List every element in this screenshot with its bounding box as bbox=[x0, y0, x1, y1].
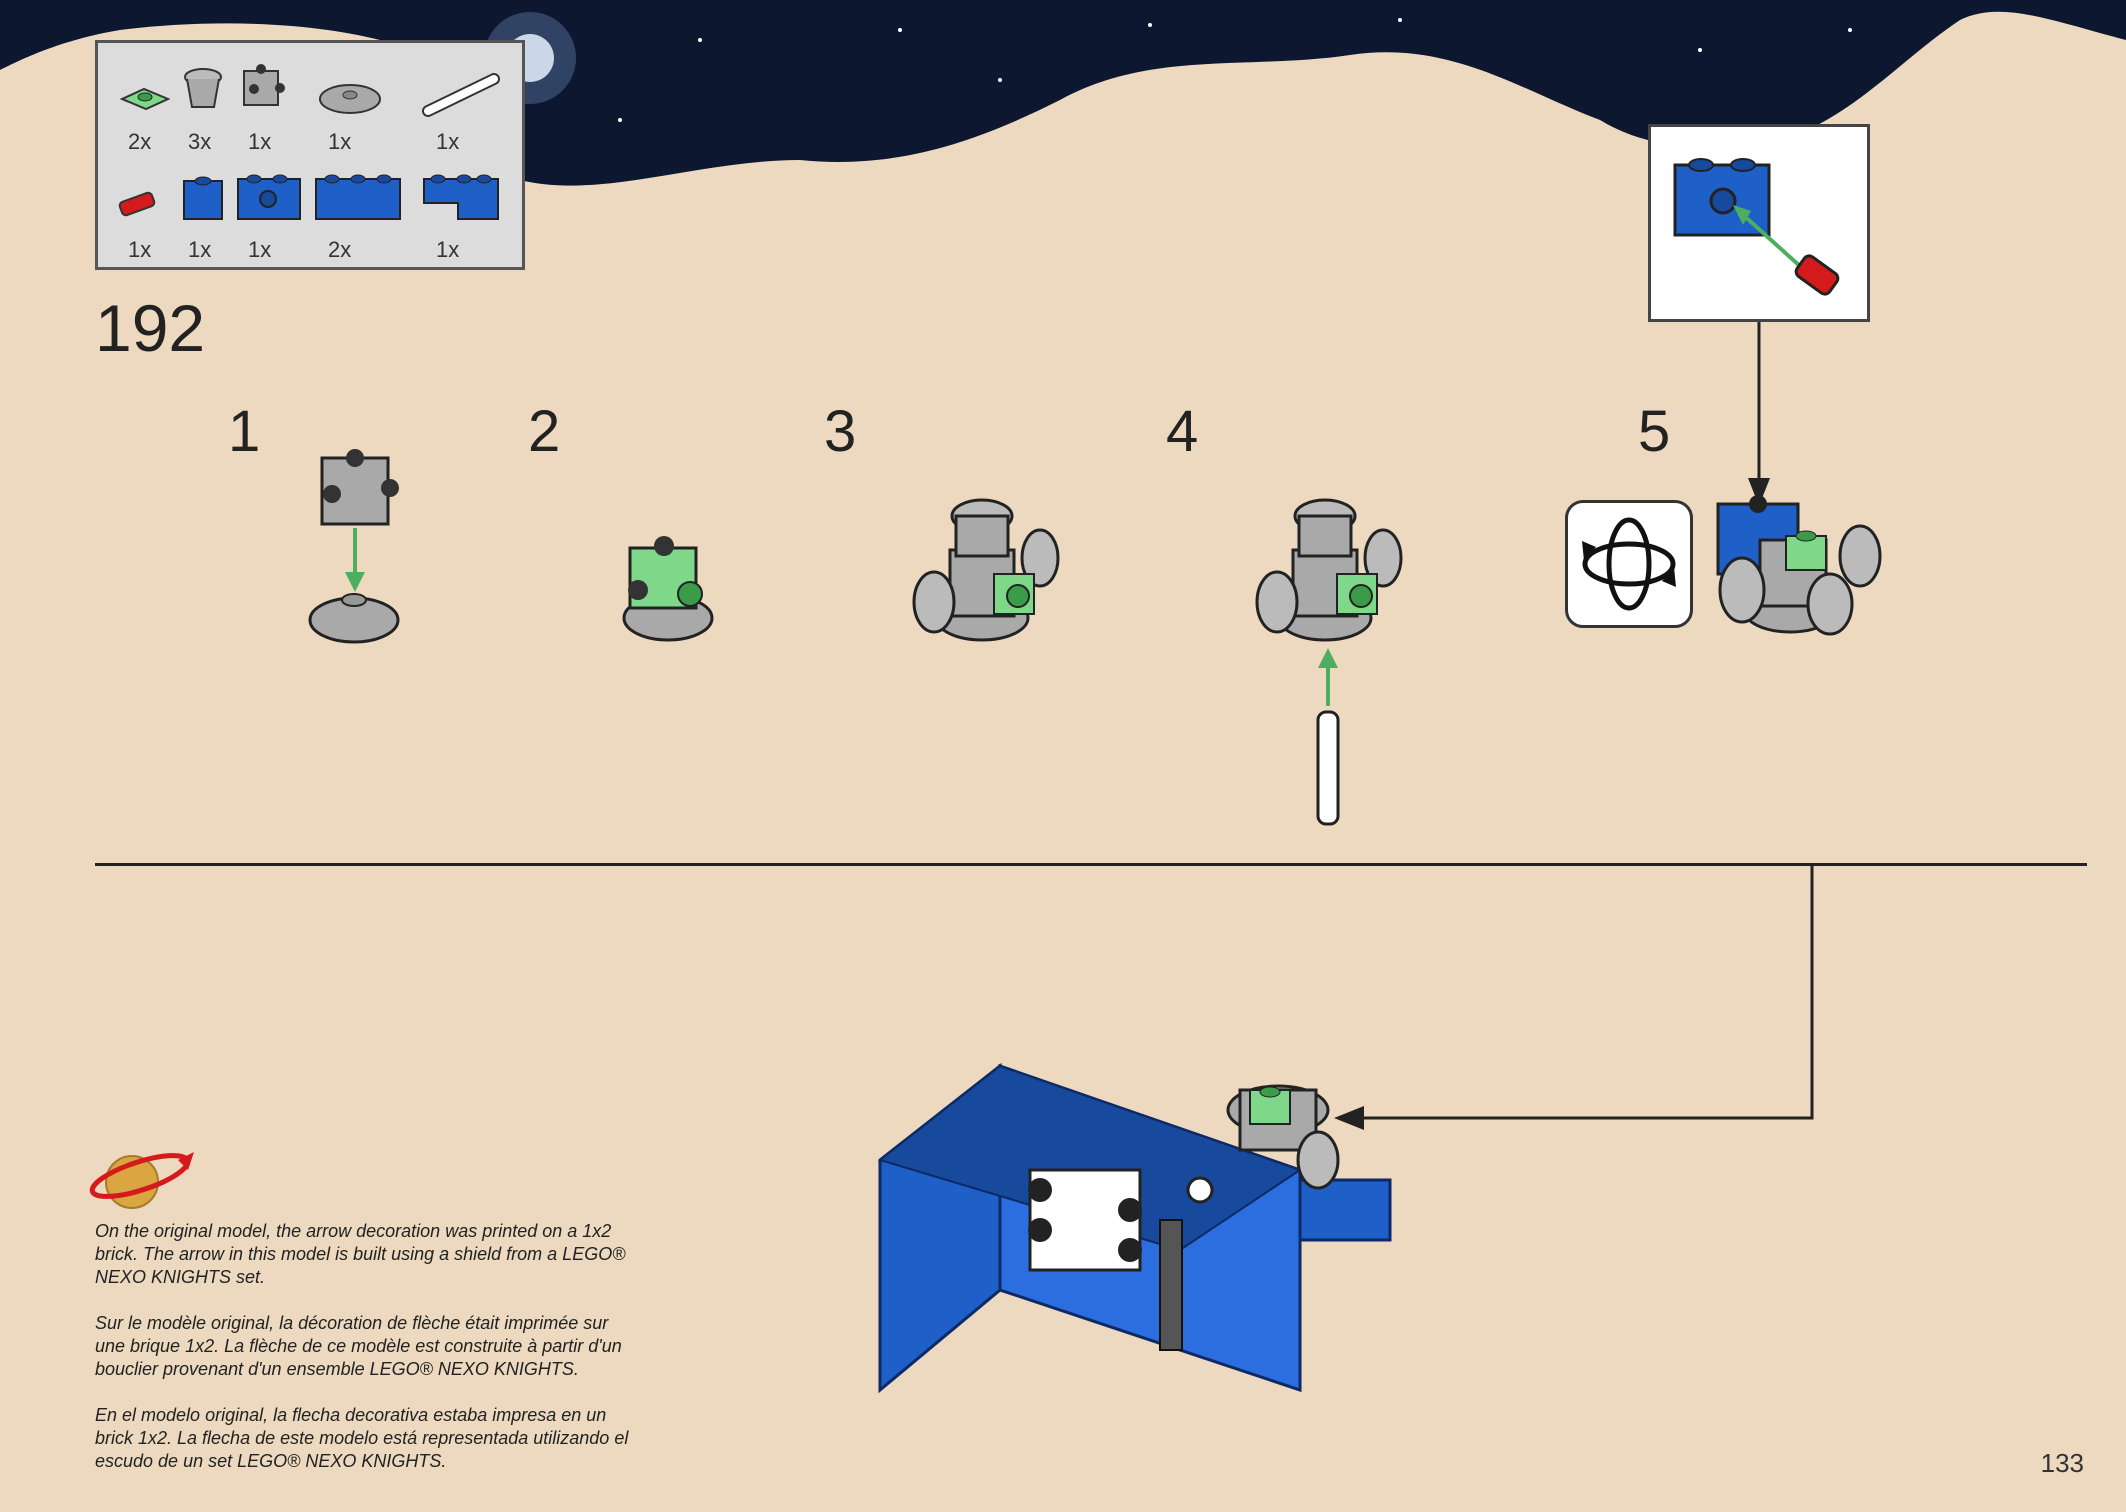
red-pin-icon bbox=[118, 191, 156, 217]
white-bar-icon bbox=[422, 73, 500, 117]
part-qty: 1x bbox=[436, 237, 460, 262]
assembled-model-illustration bbox=[877, 1062, 1392, 1394]
substep-4-illustration bbox=[1255, 498, 1403, 826]
note-english: On the original model, the arrow decorat… bbox=[95, 1221, 626, 1287]
part-qty: 1x bbox=[436, 129, 460, 154]
part-qty: 1x bbox=[188, 237, 212, 262]
part-qty: 2x bbox=[128, 129, 152, 154]
part-item: 1x bbox=[170, 163, 260, 263]
callout-illustration bbox=[1673, 158, 1840, 296]
note-spanish: En el modelo original, la flecha decorat… bbox=[95, 1405, 629, 1471]
part-qty: 1x bbox=[328, 129, 352, 154]
gray-cup-icon bbox=[184, 68, 222, 108]
substep-number: 5 bbox=[1638, 399, 1671, 464]
blue-brick-1x3-icon bbox=[315, 174, 401, 220]
part-qty: 1x bbox=[248, 129, 272, 154]
substep-number: 2 bbox=[528, 399, 561, 464]
parts-list: 2x 3x 1x 1x 1x 1x 1x 1x 2x 1x bbox=[95, 40, 525, 270]
part-item: 1x bbox=[310, 55, 400, 155]
part-item: 1x bbox=[230, 163, 320, 263]
part-item: 2x bbox=[110, 55, 200, 155]
substep-2-illustration bbox=[622, 536, 714, 642]
part-qty: 3x bbox=[188, 129, 212, 154]
gray-brick-studs-icon bbox=[243, 64, 285, 106]
blue-corner-plate-icon bbox=[423, 174, 499, 220]
part-qty: 1x bbox=[128, 237, 152, 262]
note-french: Sur le modèle original, la décoration de… bbox=[95, 1313, 622, 1379]
part-item: 1x bbox=[230, 55, 320, 155]
part-item: 1x bbox=[110, 163, 200, 263]
part-item: 1x bbox=[418, 55, 508, 155]
substep-1-illustration bbox=[308, 449, 400, 644]
substep-number: 4 bbox=[1166, 399, 1199, 464]
part-item: 2x bbox=[310, 163, 401, 263]
callout-box bbox=[1648, 124, 1870, 322]
rotate-model-icon bbox=[1565, 500, 1693, 628]
section-divider bbox=[95, 863, 2087, 866]
part-item: 3x bbox=[170, 55, 260, 155]
part-qty: 2x bbox=[328, 237, 352, 262]
page-number: 133 bbox=[2040, 1448, 2084, 1478]
part-item: 1x bbox=[418, 163, 508, 263]
model-note: On the original model, the arrow decorat… bbox=[95, 1220, 635, 1496]
gray-round-plate-icon bbox=[319, 84, 381, 114]
part-qty: 1x bbox=[248, 237, 272, 262]
blue-brick-1x1-icon bbox=[183, 176, 223, 220]
step-number: 192 bbox=[95, 291, 206, 365]
substep-3-illustration bbox=[912, 498, 1060, 642]
substep-5-illustration bbox=[1716, 495, 1882, 636]
classic-space-logo bbox=[89, 1152, 194, 1209]
blue-technic-brick-icon bbox=[237, 174, 301, 220]
substep-number: 1 bbox=[228, 399, 261, 464]
green-plate-icon bbox=[119, 87, 171, 111]
substep-number: 3 bbox=[824, 399, 857, 464]
